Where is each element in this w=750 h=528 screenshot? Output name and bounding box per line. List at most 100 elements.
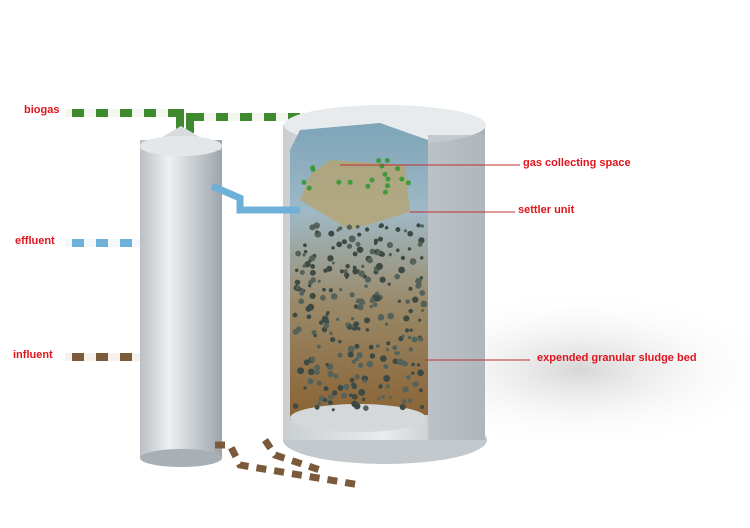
granule	[412, 381, 419, 388]
granule	[408, 347, 414, 352]
granule	[292, 312, 298, 318]
granule	[354, 343, 360, 349]
granule	[356, 298, 361, 304]
granule	[396, 358, 404, 366]
granule	[365, 328, 370, 332]
granule	[387, 312, 395, 320]
granule	[295, 268, 299, 273]
granule	[396, 351, 401, 355]
granule	[354, 357, 359, 362]
granule	[327, 370, 334, 378]
gas-bubble	[306, 185, 312, 191]
gas-bubble	[399, 176, 405, 182]
granule	[325, 362, 329, 367]
granule	[369, 353, 376, 359]
granule	[384, 322, 389, 326]
granule	[392, 345, 398, 351]
granule	[329, 331, 333, 336]
granule	[338, 339, 342, 344]
granule	[374, 295, 381, 302]
granule	[418, 318, 422, 322]
granule	[303, 359, 310, 366]
granule	[400, 255, 406, 261]
granule	[303, 249, 308, 254]
granule	[412, 296, 419, 303]
granule	[397, 299, 402, 303]
granule	[377, 313, 385, 321]
granule	[385, 384, 390, 389]
granule	[369, 304, 373, 309]
granule	[346, 243, 353, 249]
granule	[351, 393, 358, 400]
granule	[323, 322, 330, 329]
granule	[349, 377, 355, 383]
granule	[310, 277, 317, 283]
granule	[317, 279, 321, 283]
bottom-distribution-pipes	[215, 438, 361, 489]
granule	[421, 308, 425, 313]
granule	[316, 380, 322, 386]
granule	[373, 249, 378, 253]
granule	[363, 405, 369, 411]
granule	[314, 369, 320, 375]
granule	[419, 404, 425, 410]
granule	[388, 252, 393, 257]
granule	[328, 230, 335, 237]
granule	[385, 348, 389, 352]
granule	[407, 230, 414, 237]
granule	[297, 367, 305, 375]
effluent-pipe	[65, 239, 143, 247]
granule	[361, 264, 365, 269]
granule	[420, 300, 428, 308]
gas-bubble	[310, 166, 316, 172]
granule	[417, 369, 424, 377]
granule	[418, 237, 425, 244]
granule	[357, 232, 362, 237]
granule	[309, 356, 316, 362]
granule	[309, 255, 316, 262]
granule	[348, 393, 353, 398]
granule	[381, 395, 385, 399]
granule	[352, 265, 357, 270]
granule	[326, 265, 333, 272]
granule	[295, 250, 302, 257]
granule	[352, 268, 359, 275]
granule	[302, 264, 307, 268]
label-effluent: effluent	[15, 235, 55, 247]
granule	[322, 287, 326, 292]
granule	[378, 384, 383, 389]
gas-bubble	[385, 176, 391, 182]
gas-bubble	[382, 189, 388, 195]
granule	[328, 288, 334, 293]
granule	[364, 317, 371, 324]
sludge-granules	[292, 158, 428, 412]
gas-bubble	[395, 166, 401, 172]
granule	[302, 253, 306, 257]
granule	[420, 224, 424, 228]
granule	[317, 401, 322, 406]
granule	[321, 315, 329, 323]
granule	[361, 397, 366, 402]
gas-bubble	[405, 180, 411, 186]
granule	[323, 386, 329, 392]
label-biogas: biogas	[24, 104, 60, 116]
granule	[368, 344, 374, 350]
granule	[407, 247, 412, 251]
granule	[367, 257, 373, 264]
granule	[335, 317, 340, 322]
granule	[376, 262, 383, 270]
granule	[330, 337, 336, 343]
granule	[310, 264, 316, 269]
granule	[401, 334, 405, 338]
granule	[343, 383, 350, 390]
granule	[364, 227, 370, 232]
granule	[364, 284, 368, 288]
granule	[411, 371, 415, 375]
granule	[409, 258, 417, 265]
granule	[362, 379, 367, 384]
granule	[373, 241, 378, 246]
granule	[357, 362, 364, 368]
granule	[325, 312, 329, 316]
granule	[314, 364, 321, 371]
granule	[346, 224, 353, 230]
